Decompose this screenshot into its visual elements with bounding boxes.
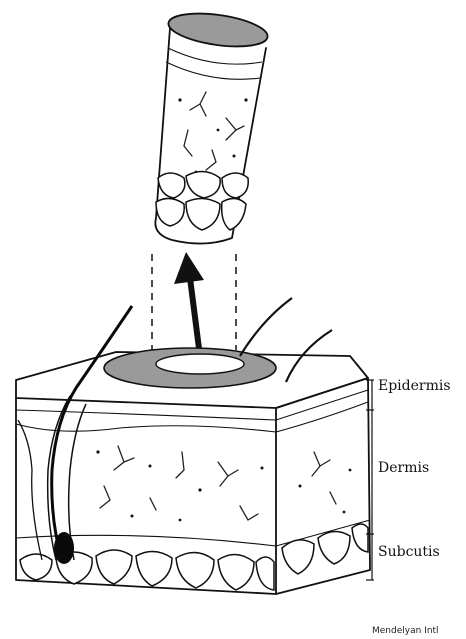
biopsy-core xyxy=(155,8,269,243)
image-credit: Mendelyan Intl xyxy=(372,626,439,636)
layer-labels: Epidermis Dermis Subcutis xyxy=(366,378,451,580)
label-subcutis: Subcutis xyxy=(378,544,440,560)
hair-follicle xyxy=(18,306,132,564)
label-dermis: Dermis xyxy=(378,460,429,476)
core-top-surface xyxy=(166,8,269,52)
label-epidermis: Epidermis xyxy=(378,378,451,394)
